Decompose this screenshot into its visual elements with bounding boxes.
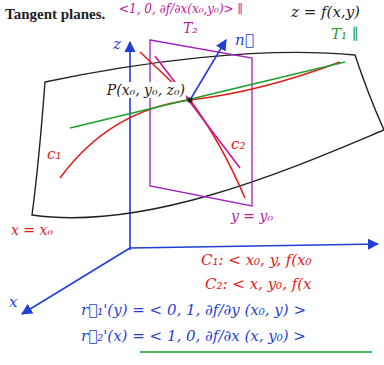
surface-equation: z = f(x,y) bbox=[290, 4, 361, 21]
normal-vector bbox=[190, 40, 226, 100]
axis-name: z bbox=[112, 36, 122, 53]
curve-param: C₁: < x₀, y, f(x₀ bbox=[200, 252, 313, 269]
curve-param: C₂: < x, y₀, f(x bbox=[204, 276, 313, 293]
surface-outline bbox=[32, 52, 384, 217]
underline bbox=[140, 351, 372, 353]
vector-note: <1, 0, ∂f/∂x(x₀,y₀)> ∥ bbox=[118, 3, 244, 17]
title: Tangent planes. bbox=[4, 6, 106, 23]
vector-name: n⃗ bbox=[234, 32, 255, 49]
tangent-line-t2 bbox=[155, 56, 240, 168]
tangent-vector: r⃗₁'(y) = < 0, 1, ∂f/∂y (x₀, y) > bbox=[80, 302, 307, 319]
curve-equation: x = x₀ bbox=[10, 222, 54, 238]
z-axis bbox=[129, 42, 131, 250]
plane-equation: y = y₀ bbox=[230, 208, 274, 224]
y-axis bbox=[130, 244, 378, 248]
curve-c2 bbox=[140, 52, 245, 198]
point-p bbox=[187, 97, 192, 102]
curve-name: c₁ bbox=[46, 146, 62, 163]
point-name: P(x₀, y₀, z₀) bbox=[106, 82, 186, 98]
plane-name: T₁ ∥ bbox=[330, 26, 360, 43]
tangent-vector: r⃗₂'(x) = < 1, 0, ∂f/∂x (x, y₀) > bbox=[80, 328, 307, 345]
curve-name: c₂ bbox=[230, 136, 246, 153]
axis-name: x bbox=[8, 294, 18, 311]
plane-name: T₂ bbox=[182, 20, 199, 36]
